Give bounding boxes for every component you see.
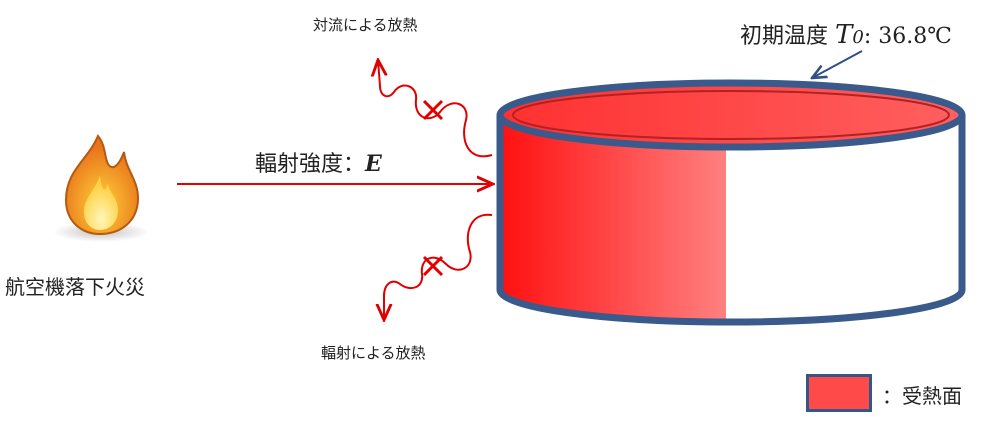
initial-temp-subscript: 0 bbox=[852, 27, 864, 48]
initial-temp-pointer bbox=[812, 50, 863, 78]
fire-icon bbox=[53, 134, 149, 242]
radiation-loss-arrow bbox=[384, 213, 493, 320]
radiation-intensity-symbol: E bbox=[365, 151, 382, 177]
convection-cross-icon bbox=[422, 99, 444, 121]
convection-loss-label: 対流による放熱 bbox=[313, 16, 418, 34]
radiation-intensity-label: 輻射強度：E bbox=[255, 146, 382, 178]
fire-source-label: 航空機落下火災 bbox=[5, 275, 145, 299]
cylinder-top bbox=[496, 79, 966, 151]
legend-label: ：受熱面 bbox=[882, 384, 962, 408]
initial-temperature-label: 初期温度 T0: 36.8℃ bbox=[740, 18, 952, 50]
legend-swatch bbox=[806, 374, 872, 412]
initial-temp-text: 初期温度 bbox=[740, 24, 829, 49]
radiation-intensity-text: 輻射強度： bbox=[255, 152, 366, 177]
heat-receiving-surface bbox=[499, 115, 726, 322]
initial-temp-value: : 36.8℃ bbox=[863, 24, 952, 49]
radiation-cross-icon bbox=[422, 255, 444, 277]
radiation-loss-label: 輻射による放熱 bbox=[321, 344, 426, 362]
convection-loss-arrow bbox=[378, 60, 493, 158]
receiver-cylinder bbox=[496, 79, 966, 326]
initial-temp-symbol: T bbox=[835, 20, 853, 50]
